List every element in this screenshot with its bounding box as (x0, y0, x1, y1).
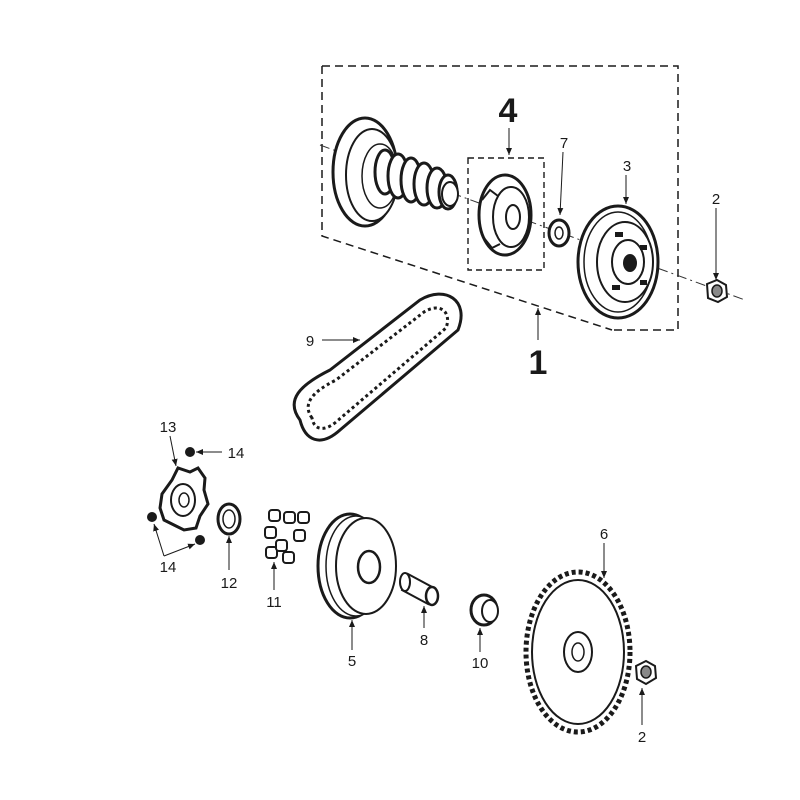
callout-9: 9 (306, 333, 314, 350)
callout-2-bottom: 2 (638, 729, 646, 746)
washer-7 (547, 218, 571, 248)
drive-belt-9 (292, 292, 463, 442)
callout-7: 7 (560, 135, 568, 152)
sub-assembly-4-frame (467, 157, 545, 271)
slider-14-c (195, 535, 205, 545)
clutch-bell-3 (576, 204, 660, 320)
nut-2-bottom (634, 659, 658, 686)
clutch-shoe-carrier (477, 173, 533, 257)
ramp-plate-13 (158, 466, 210, 532)
callout-3: 3 (623, 158, 631, 175)
callout-12: 12 (221, 575, 238, 592)
callout-10: 10 (472, 655, 489, 672)
washer-12 (216, 502, 242, 536)
rollers-11 (264, 509, 310, 564)
drive-pulley-6 (523, 569, 633, 735)
slider-14-b (147, 512, 157, 522)
variator-pulley-5 (316, 512, 397, 620)
assembly-frame (321, 65, 679, 331)
leader-lines (153, 128, 719, 725)
callout-6: 6 (600, 526, 608, 543)
callout-4: 4 (499, 92, 518, 130)
clutch-pulley-with-spring (331, 116, 459, 228)
callout-13: 13 (160, 419, 177, 436)
callout-14-bottom: 14 (160, 559, 177, 576)
callout-11: 11 (266, 594, 282, 611)
callout-14-top: 14 (228, 445, 245, 462)
slider-14-a (185, 447, 195, 457)
callout-8: 8 (420, 632, 428, 649)
callout-5: 5 (348, 653, 356, 670)
bushing-8 (399, 572, 440, 607)
spacer-10 (469, 593, 499, 627)
nut-2-top (705, 278, 729, 304)
callout-2-top: 2 (712, 191, 720, 208)
callout-1: 1 (529, 344, 548, 382)
